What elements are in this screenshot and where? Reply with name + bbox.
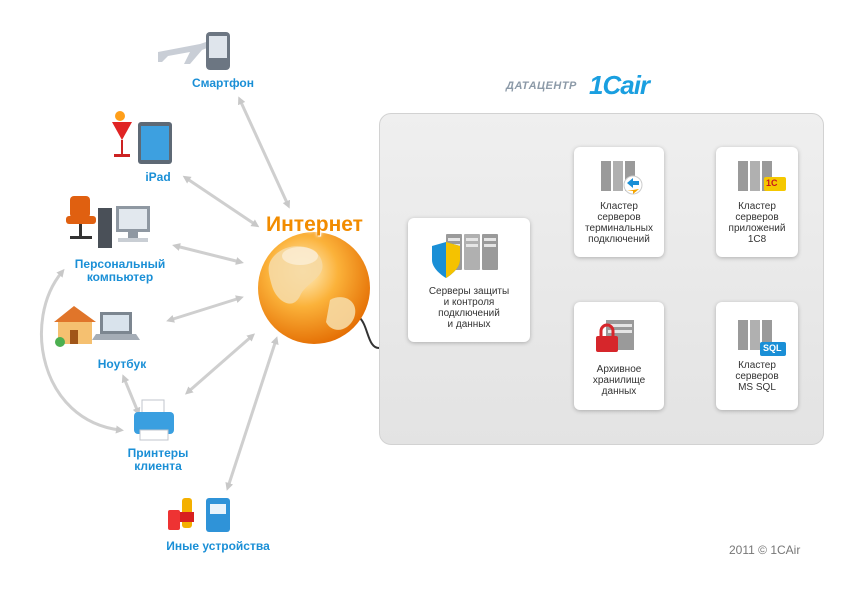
copyright: 2011 © 1CAir — [729, 543, 801, 557]
arrow-smartphone — [238, 96, 290, 209]
label-line: компьютер — [86, 270, 154, 284]
label-line: данных — [601, 386, 637, 397]
label-line: 1С8 — [747, 234, 767, 245]
sql-cluster-label: Кластер серверов MS SQL — [716, 360, 798, 393]
server-terminal-icon — [601, 161, 643, 195]
server-1c-icon — [738, 161, 786, 191]
label-line: подключений — [588, 234, 650, 245]
logo-digit: 1C — [589, 70, 621, 100]
printers-label: Принтеры клиента — [110, 447, 206, 473]
apps-cluster-label: Кластер серверов приложений 1С8 — [716, 201, 798, 245]
security-server-card[interactable]: Серверы защиты и контроля подключений и … — [408, 218, 530, 342]
internet-label: Интернет — [266, 213, 363, 236]
arrow-ipad — [182, 175, 260, 228]
terminal-cluster-card[interactable]: Кластер серверов терминальных подключени… — [574, 147, 664, 257]
label-line: Персональный — [74, 257, 166, 271]
label-line: MS SQL — [738, 382, 776, 393]
server-sql-icon — [738, 320, 786, 356]
label-line: приложений — [728, 223, 786, 234]
server-lock-icon — [596, 320, 634, 352]
sql-badge: SQL — [763, 343, 782, 353]
arrow-notebook — [166, 295, 244, 323]
label-line: серверов — [735, 371, 779, 382]
notebook-label: Ноутбук — [97, 357, 147, 371]
label-line: Кластер — [600, 201, 638, 212]
label-line: подключений — [438, 308, 500, 319]
sql-cluster-card[interactable]: SQL Кластер серверов MS SQL — [716, 302, 798, 410]
logo-word: air — [620, 70, 650, 100]
label-line: Кластер — [738, 360, 776, 371]
label-line: Архивное — [596, 364, 642, 375]
arrow-pc — [172, 243, 244, 265]
label-line: Кластер — [738, 201, 776, 212]
ipad-label: iPad — [145, 170, 171, 184]
server-shield-icon — [432, 234, 498, 278]
label-line: Серверы защиты — [428, 286, 510, 297]
datacenter-title: ДАТАЦЕНТР — [506, 80, 577, 92]
pc-label: Персональный компьютер — [60, 258, 180, 284]
apps-cluster-card[interactable]: 1С Кластер серверов приложений 1С8 — [716, 147, 798, 257]
label-line: хранилище — [592, 375, 646, 386]
label-line: серверов — [735, 212, 779, 223]
terminal-cluster-label: Кластер серверов терминальных подключени… — [574, 201, 664, 245]
label-line: и данных — [447, 319, 491, 330]
other-devices-label: Иные устройства — [166, 539, 270, 553]
1cair-logo: 1Cair — [589, 70, 650, 101]
arrow-pc-printers — [40, 268, 124, 434]
archive-storage-card[interactable]: Архивное хранилище данных — [574, 302, 664, 410]
arrow-other — [225, 336, 279, 491]
archive-storage-label: Архивное хранилище данных — [574, 364, 664, 397]
label-line: клиента — [134, 459, 182, 473]
label-line: Принтеры — [127, 446, 189, 460]
arrow-notebook-printers — [121, 374, 141, 416]
arrow-printers — [184, 333, 256, 395]
onec-badge: 1С — [766, 178, 778, 188]
security-server-label: Серверы защиты и контроля подключений и … — [408, 286, 530, 330]
label-line: терминальных — [585, 223, 653, 234]
label-line: серверов — [597, 212, 641, 223]
label-line: и контроля — [443, 297, 495, 308]
smartphone-label: Смартфон — [191, 76, 255, 90]
